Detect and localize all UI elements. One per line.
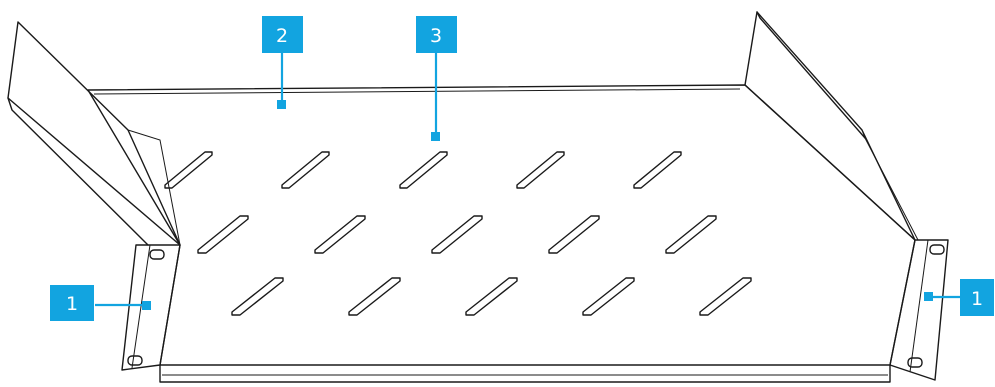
vent-slot	[314, 215, 366, 254]
vent-slot	[281, 151, 330, 189]
vent-slot	[582, 277, 635, 316]
ventilation-slots	[164, 151, 752, 316]
vent-slot	[197, 215, 249, 254]
callout-label: 1	[971, 288, 983, 310]
callout-shelf-surface: 2	[262, 16, 303, 109]
right-mounting-ear	[889, 239, 949, 381]
vent-slot	[665, 215, 717, 254]
right-side-wall	[744, 11, 919, 241]
vent-slot	[231, 277, 284, 316]
callout-ventilation-slot: 3	[416, 16, 457, 141]
vent-slot	[699, 277, 752, 316]
callout-right-ear: 1	[924, 279, 994, 316]
vent-slot	[548, 215, 600, 254]
vent-slot	[164, 151, 213, 189]
vent-slot	[348, 277, 401, 316]
callout-label: 3	[430, 25, 442, 47]
callout-label: 1	[66, 293, 78, 315]
vent-slot	[465, 277, 518, 316]
callout-left-ear: 1	[50, 285, 151, 321]
vent-slot	[431, 215, 483, 254]
callout-label: 2	[276, 25, 288, 47]
left-mounting-ear	[121, 244, 181, 371]
vent-slot	[516, 151, 565, 189]
shelf-floor	[87, 84, 916, 383]
vent-slot	[633, 151, 682, 189]
left-side-wall	[7, 21, 181, 246]
vent-slot	[399, 151, 448, 189]
